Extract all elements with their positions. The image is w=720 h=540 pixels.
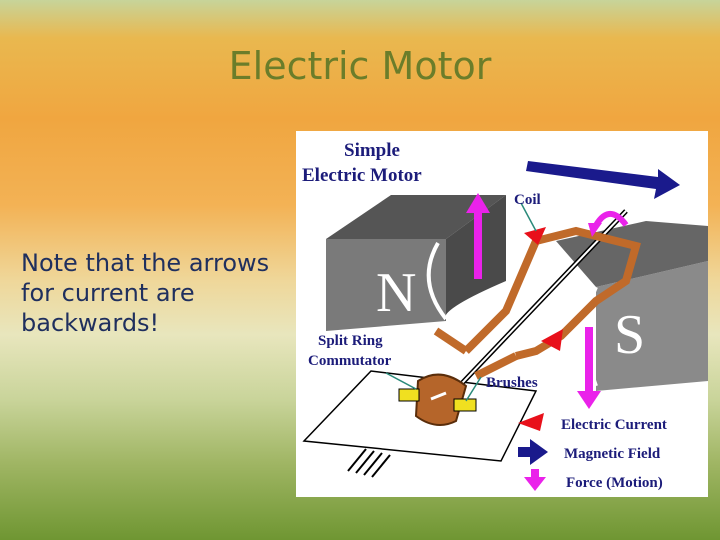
magnetic-field-arrow-icon — [526, 161, 680, 199]
commutator-label-line1: Split Ring — [318, 333, 383, 349]
force-arrows — [466, 193, 601, 409]
legend: Electric Current Magnetic Field Force (M… — [518, 413, 667, 491]
brush-right — [453, 398, 477, 412]
legend-force-label: Force (Motion) — [566, 475, 663, 491]
red-arrow-icon — [518, 413, 544, 431]
current-arrow-icon-2 — [541, 329, 563, 351]
magenta-arrow-icon — [524, 477, 546, 491]
commutator — [414, 373, 468, 426]
current-arrow-icon — [524, 227, 546, 245]
brushes-label: Brushes — [486, 375, 538, 391]
brush-left — [398, 388, 420, 402]
slide-title: Electric Motor — [228, 44, 492, 88]
commutator-label-line2: Commutator — [308, 353, 392, 369]
south-pole-label: S — [614, 304, 645, 366]
north-pole-label: N — [376, 262, 416, 324]
navy-arrow-icon — [530, 439, 548, 465]
coil-label: Coil — [514, 192, 541, 208]
diagram-heading-line1: Simple — [344, 140, 400, 161]
note-text: Note that the arrows for current are bac… — [21, 249, 270, 337]
battery-icon — [347, 448, 391, 478]
motor-diagram: N S — [296, 131, 708, 497]
legend-current-label: Electric Current — [561, 417, 667, 433]
legend-field-label: Magnetic Field — [564, 446, 661, 462]
diagram-heading-line2: Electric Motor — [302, 165, 422, 186]
